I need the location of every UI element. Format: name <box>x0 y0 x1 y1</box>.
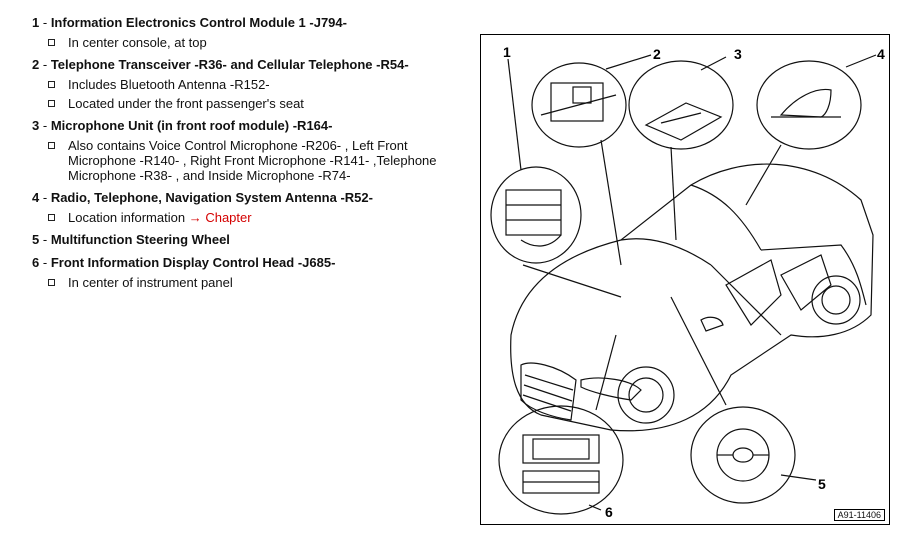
checkbox-bullet-icon <box>48 39 55 46</box>
sub-item: Location information → Chapter <box>32 210 462 225</box>
callout-4: 4 <box>877 46 885 62</box>
inset-display-control-head <box>498 405 624 515</box>
checkbox-bullet-icon <box>48 81 55 88</box>
checkbox-bullet-icon <box>48 100 55 107</box>
figure-id: A91-11406 <box>833 509 885 521</box>
arrow-right-icon: → <box>188 210 202 225</box>
inset-microphone-unit <box>628 60 734 150</box>
item-label: Information Electronics Control Module 1… <box>50 15 347 30</box>
list-item-2: 2 - Telephone Transceiver -R36- and Cell… <box>32 57 409 72</box>
item-number: 6 <box>32 255 40 270</box>
chapter-link[interactable]: → Chapter <box>188 210 252 225</box>
component-location-figure: 1 2 3 4 5 6 A91-11406 <box>480 34 890 525</box>
sub-item: In center console, at top <box>32 35 462 50</box>
item-label: Multifunction Steering Wheel <box>50 232 230 247</box>
component-list: 1 - Information Electronics Control Modu… <box>32 14 462 296</box>
item-number: 1 <box>32 15 40 30</box>
list-item-5: 5 - Multifunction Steering Wheel <box>32 232 230 247</box>
car-body <box>510 163 874 432</box>
item-label: Radio, Telephone, Navigation System Ante… <box>50 190 373 205</box>
checkbox-bullet-icon <box>48 142 55 149</box>
callout-1: 1 <box>503 44 511 60</box>
list-item-1: 1 - Information Electronics Control Modu… <box>32 15 347 30</box>
item-label: Front Information Display Control Head -… <box>50 255 336 270</box>
sub-item: Also contains Voice Control Microphone -… <box>32 138 458 183</box>
inset-roof-antenna <box>756 60 862 150</box>
callout-3: 3 <box>734 46 742 62</box>
checkbox-bullet-icon <box>48 279 55 286</box>
car-illustration: 1 2 3 4 5 6 <box>490 44 885 520</box>
list-item-3: 3 - Microphone Unit (in front roof modul… <box>32 118 333 133</box>
sub-item: Includes Bluetooth Antenna -R152- <box>32 77 462 92</box>
inset-center-console <box>490 166 582 264</box>
callout-6: 6 <box>605 504 613 520</box>
sub-item: In center of instrument panel <box>32 275 462 290</box>
inset-telephone-transceiver <box>531 62 627 148</box>
item-label: Microphone Unit (in front roof module) -… <box>50 118 333 133</box>
inset-steering-wheel <box>690 406 796 504</box>
item-label: Telephone Transceiver -R36- and Cellular… <box>50 57 409 72</box>
item-number: 2 <box>32 57 40 72</box>
list-item-4: 4 - Radio, Telephone, Navigation System … <box>32 190 373 205</box>
item-number: 4 <box>32 190 40 205</box>
callout-2: 2 <box>653 46 661 62</box>
sub-item: Located under the front passenger's seat <box>32 96 462 111</box>
checkbox-bullet-icon <box>48 214 55 221</box>
item-number: 5 <box>32 232 40 247</box>
list-item-6: 6 - Front Information Display Control He… <box>32 255 336 270</box>
callout-lines <box>507 54 877 511</box>
callout-numbers: 1 2 3 4 5 6 <box>503 44 885 520</box>
item-number: 3 <box>32 118 40 133</box>
callout-5: 5 <box>818 476 826 492</box>
